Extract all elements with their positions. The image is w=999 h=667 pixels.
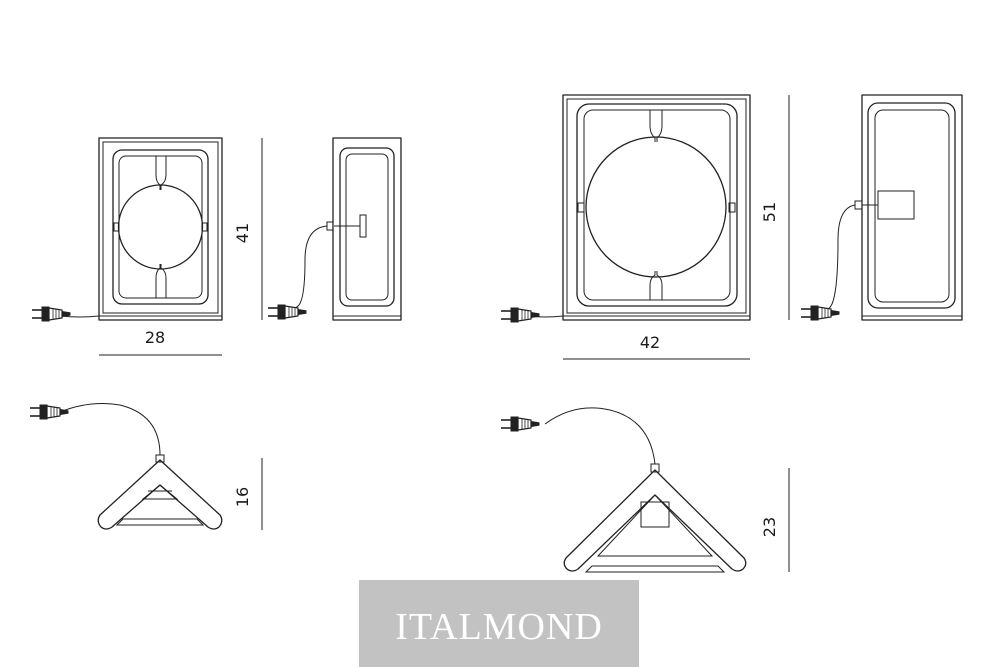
small-lamp-side-view <box>284 137 402 321</box>
italmond-logo: ITALMOND <box>359 580 639 667</box>
small-width-dimension: 28 <box>99 328 222 356</box>
small-height-dimension: 41 <box>233 138 263 320</box>
large-side-plug-icon <box>800 305 840 321</box>
large-lamp-side-view <box>819 94 963 321</box>
small-height-label: 41 <box>233 223 252 243</box>
small-lamp-top-view <box>59 403 223 530</box>
small-width-label: 28 <box>145 328 165 347</box>
large-top-plug-icon <box>500 416 540 432</box>
large-width-dimension: 42 <box>563 333 750 360</box>
small-depth-label: 16 <box>233 487 252 507</box>
small-side-plug-icon <box>267 304 307 320</box>
small-front-plug-icon <box>31 306 71 322</box>
large-depth-dimension: 23 <box>760 468 790 572</box>
small-depth-dimension: 16 <box>233 458 263 530</box>
large-lamp-top-view <box>544 407 747 573</box>
large-lamp-front-view <box>527 94 751 321</box>
large-height-label: 51 <box>760 202 779 222</box>
small-top-plug-icon <box>29 404 69 420</box>
large-width-label: 42 <box>640 333 660 352</box>
large-front-plug-icon <box>500 307 540 323</box>
large-depth-label: 23 <box>760 517 779 537</box>
small-lamp-front-view <box>59 137 223 321</box>
large-height-dimension: 51 <box>760 95 790 320</box>
logo-text: ITALMOND <box>395 605 603 648</box>
